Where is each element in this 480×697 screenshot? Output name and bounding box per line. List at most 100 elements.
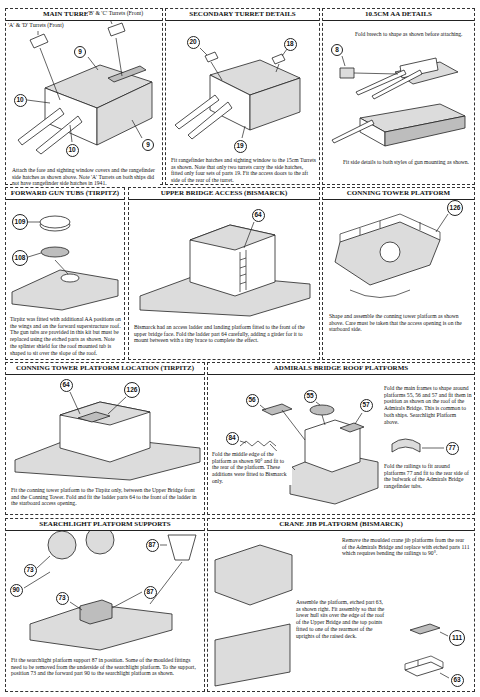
callout-number: 126 [127,387,138,394]
instruction-note: Shape and assemble the conning tower pla… [329,313,469,333]
callout-number: 84 [228,435,235,442]
callout-circle: 77 [446,442,459,455]
instruction-note: Attach the fore and sighting window cove… [12,167,158,187]
upper-bridge [140,222,310,316]
instruction-note: Fold breech to shape as shown before att… [355,31,470,38]
callout-circle: 10 [14,94,27,107]
leader-line [440,632,449,678]
panel-heading: CRANE JIB PLATFORM (BISMARCK) [208,519,474,531]
tub-on-roof [61,274,79,282]
callout-circle: 20 [187,36,200,49]
support-87 [168,535,196,560]
callout-number: 10 [68,147,75,154]
callout-number: 55 [306,393,313,400]
railing-tub [392,439,420,452]
hatch-part [30,34,48,48]
callout-circle: 111 [449,630,465,646]
platform [335,222,440,285]
crane-jib [215,545,449,686]
ct-location [15,392,200,480]
instruction-panel: ADMIRALS BRIDGE ROOF PLATFORMSFold the m… [207,362,475,515]
instruction-note: Assemble the platform, etched part 63, a… [296,599,388,639]
gun-tub [12,216,118,310]
aa-gun [332,56,465,146]
callout-circle: 63 [451,674,464,687]
callout-number: 109 [15,219,26,226]
secondary-turret [175,48,300,139]
railing [340,214,440,242]
callout-circle: 126 [124,382,140,398]
leader-line [27,19,142,142]
callout-circle: 90 [10,584,23,597]
tub-floor [41,247,69,257]
callout-number: 90 [12,587,19,594]
hatch-part [108,23,125,36]
opening [380,242,400,262]
mount-side [385,116,465,146]
rangefinder [108,66,146,82]
callout-number: 111 [452,635,462,642]
panel-heading: UPPER BRIDGE ACCESS (BISMARCK) [129,188,319,200]
leader-line [28,222,68,274]
hatch-part [272,54,285,64]
callout-number: 87 [146,589,153,596]
panel-heading: SECONDARY TURRET DETAILS [166,9,319,21]
callout-number: 10 [16,97,23,104]
part-label: 'B' & 'C' Turrets (Front) [88,10,160,17]
panel-heading: CONNING TOWER PLATFORM LOCATION (TIRPITZ… [6,363,204,375]
superstructure [215,624,290,686]
platform [48,531,76,559]
leader-line [70,392,126,414]
platform [262,404,292,415]
bridge-tower [190,225,275,296]
callout-number: 108 [15,255,26,262]
callout-number: 9 [146,142,150,149]
instruction-panel: SECONDARY TURRET DETAILS Fit rangefinder … [165,8,320,185]
callout-circle: 57 [360,399,373,412]
gun-barrel [188,102,232,139]
instruction-note: Fit rangefinder hatches and sighting win… [171,157,316,184]
callout-circle: 108 [12,250,28,266]
conning-tower [60,402,150,462]
callout-circle: 126 [447,200,463,216]
instruction-panel: MAIN TURRET DETAILSAttach the fore and s… [5,8,163,185]
callout-number: 18 [286,41,293,48]
callout-circle: 84 [226,432,239,445]
fold-arrow [350,290,410,298]
instruction-note: Fold the railings to fit around platform… [384,463,472,490]
callout-circle: 73 [24,564,37,577]
railing [405,656,443,670]
panel-heading: 10.5CM AA DETAILS [323,9,474,21]
gun-barrel [36,116,82,154]
instruction-note: Fold the main frames to shape around pla… [384,385,472,425]
panel-heading: SEARCHLIGHT PLATFORM SUPPORTS [6,519,204,531]
gun-barrel [175,95,219,129]
instruction-panel: FORWARD GUN TUBS (TIRPITZ) Tirpitz was fi… [5,187,125,360]
callout-number: 20 [189,39,196,46]
instruction-note: Tirpitz was fitted with additional AA po… [10,316,122,356]
callout-circle: 9 [74,46,86,58]
instruction-panel: CONNING TOWER PLATFORM LOCATION (TIRPITZ… [5,362,205,515]
railing [240,441,276,446]
instruction-panel: SEARCHLIGHT PLATFORM SUPPORTSFit the sea… [5,518,205,692]
instruction-note: Fit side details to both styles of gun m… [343,159,471,166]
searchlight-platform [24,526,196,650]
instruction-panel: CRANE JIB PLATFORM (BISMARCK)Remove the … [207,518,475,692]
superstructure [12,270,118,310]
bridge-roof [190,225,275,250]
callout-number: 64 [62,382,69,389]
instruction-panel: CONNING TOWER PLATFORMShape and assemble… [322,187,475,360]
panel-heading: FORWARD GUN TUBS (TIRPITZ) [6,188,124,200]
callout-number: 57 [362,402,369,409]
callout-circle: 56 [246,394,259,407]
callout-circle: 109 [12,214,28,230]
callout-circle: 8 [331,44,343,56]
turret-side [97,82,152,145]
tower-roof [60,402,150,425]
gun-barrel [372,70,422,99]
callout-circle: 87 [144,586,157,599]
jib-platform-63 [405,662,443,676]
platform [310,405,334,415]
callout-circle: 64 [60,379,73,392]
